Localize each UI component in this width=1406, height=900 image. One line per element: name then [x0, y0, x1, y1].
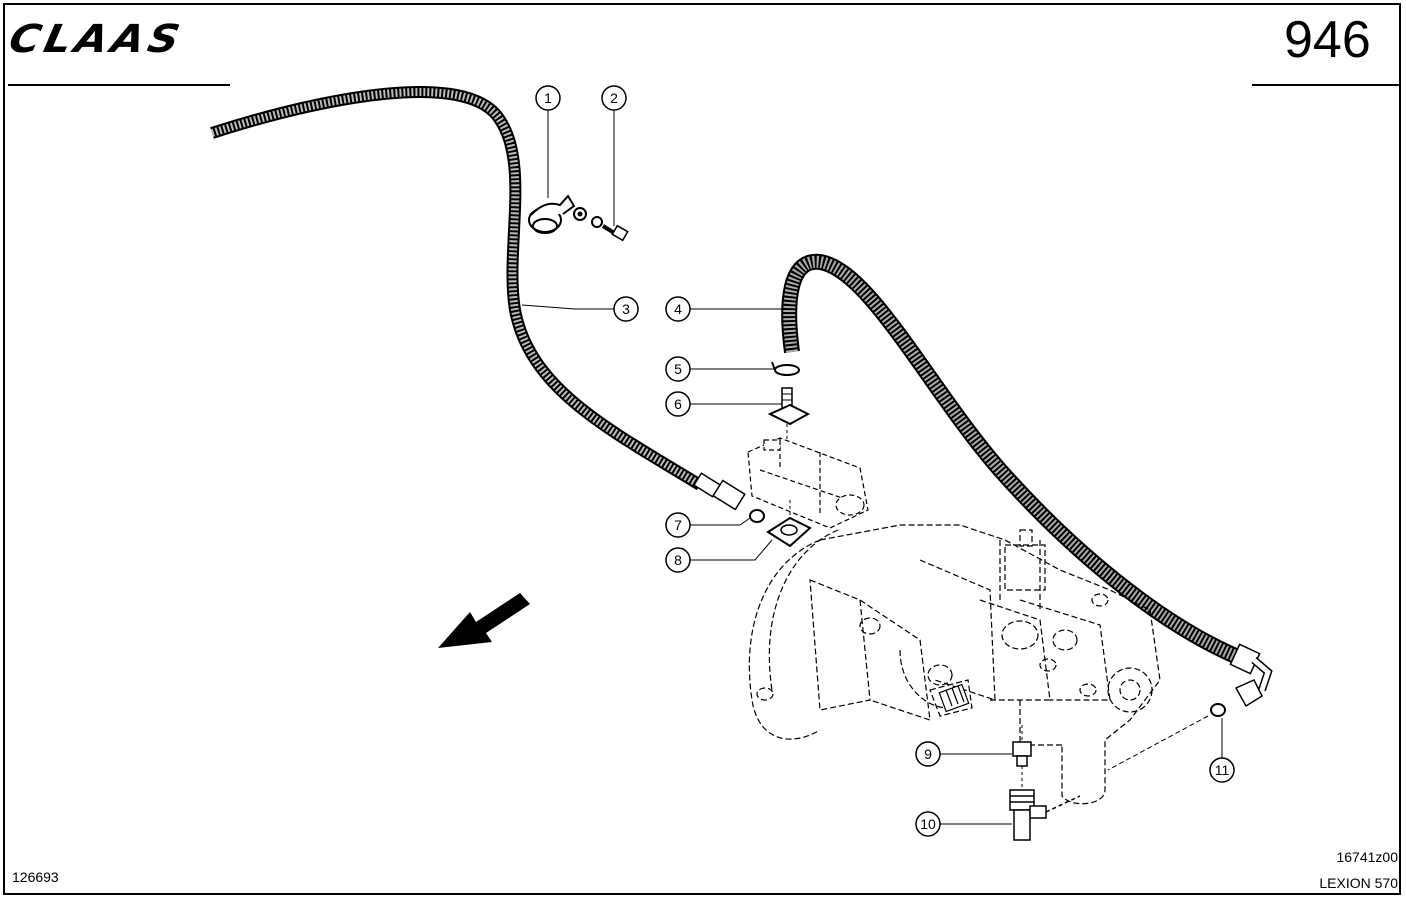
hose-clamp-5 — [771, 361, 800, 376]
model-name: LEXION 570 — [1319, 875, 1398, 891]
callout-3: 3 — [613, 296, 639, 322]
drawing-frame — [3, 3, 1401, 895]
callout-8: 8 — [665, 547, 691, 573]
callout-10-label: 10 — [920, 816, 936, 832]
threaded-stud — [938, 683, 970, 713]
callout-7-label: 7 — [674, 517, 682, 533]
flange-8 — [766, 500, 812, 548]
callout-8-label: 8 — [674, 552, 682, 568]
drawing-number: 16741z00 — [1336, 849, 1398, 865]
callout-4-label: 4 — [674, 301, 682, 317]
callout-9-label: 9 — [924, 746, 932, 762]
callout-9: 9 — [915, 741, 941, 767]
clamp-1 — [528, 194, 587, 234]
callout-6: 6 — [665, 391, 691, 417]
adapter-9 — [1012, 725, 1032, 790]
bolt-2 — [591, 216, 629, 242]
callout-1: 1 — [535, 85, 561, 111]
callout-3-label: 3 — [622, 301, 630, 317]
callout-5: 5 — [665, 356, 691, 382]
callout-4: 4 — [665, 296, 691, 322]
tee-fitting-10 — [1009, 789, 1081, 841]
hydraulic-pump — [747, 437, 869, 529]
callout-10: 10 — [915, 811, 941, 837]
o-ring-7 — [749, 509, 765, 523]
callout-leaders — [521, 110, 1223, 825]
flange-6 — [767, 387, 811, 440]
page-number-underline — [1252, 84, 1400, 86]
callout-2: 2 — [601, 85, 627, 111]
callout-7: 7 — [665, 512, 691, 538]
callout-2-label: 2 — [610, 90, 618, 106]
o-ring-11 — [1107, 703, 1226, 771]
callout-5-label: 5 — [674, 361, 682, 377]
document-number: 126693 — [12, 869, 59, 885]
logo-underline — [8, 84, 230, 86]
direction-arrow — [438, 593, 530, 648]
callout-11: 11 — [1209, 757, 1235, 783]
hose-3 — [210, 86, 746, 511]
callout-6-label: 6 — [674, 396, 682, 412]
callout-11-label: 11 — [1215, 762, 1230, 778]
hose-4 — [781, 253, 1273, 708]
callout-1-label: 1 — [544, 90, 552, 106]
hose-4-elbow-fitting — [1229, 643, 1273, 708]
page-number: 946 — [1284, 11, 1371, 69]
hose-3-fitting — [692, 472, 746, 511]
